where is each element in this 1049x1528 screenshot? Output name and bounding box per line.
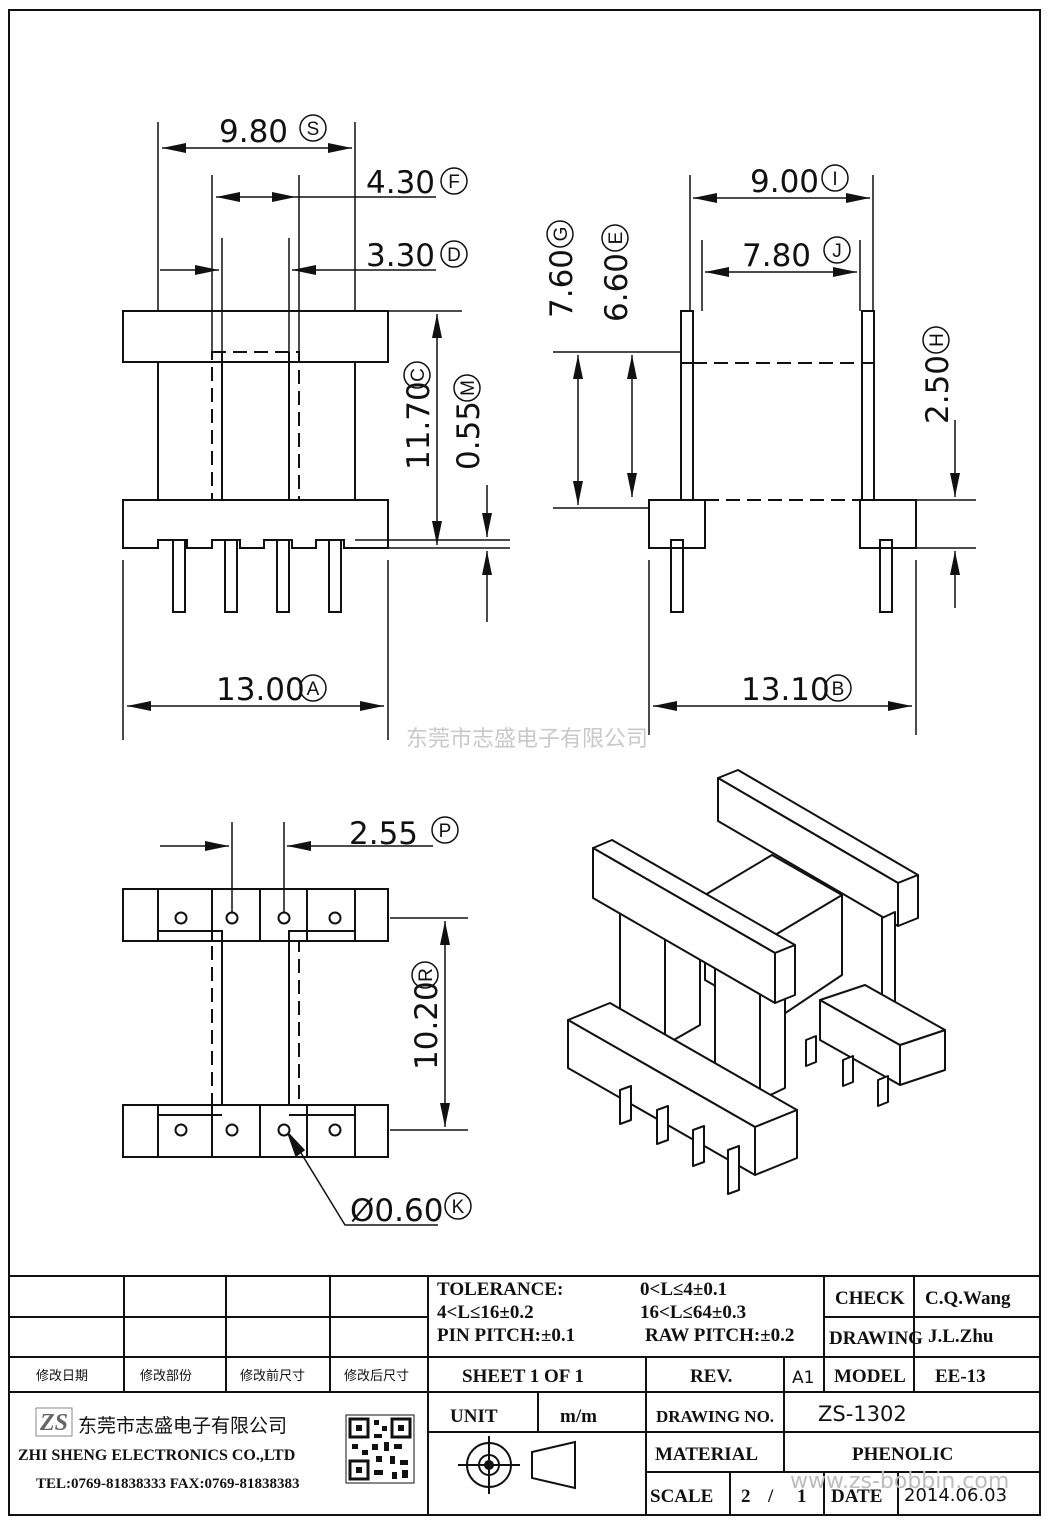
dim-p-circle bbox=[431, 816, 459, 844]
dim-j-circle bbox=[823, 236, 851, 264]
rev-col-after: 修改后尺寸 bbox=[344, 1369, 409, 1384]
dim-p-letter: P bbox=[439, 821, 452, 842]
pin-pitch-tolerance: PIN PITCH:±0.1 bbox=[437, 1325, 575, 1346]
watermark-company: 东莞市志盛电子有限公司 bbox=[406, 727, 648, 752]
tolerance-range-3: 16<L≤64±0.3 bbox=[640, 1302, 746, 1323]
drawing-no-label: DRAWING NO. bbox=[656, 1407, 774, 1426]
dim-d-circle bbox=[440, 240, 468, 268]
dim-i-circle bbox=[821, 164, 849, 192]
rev-col-before: 修改前尺寸 bbox=[240, 1368, 305, 1384]
scale-label: SCALE bbox=[650, 1486, 713, 1507]
drawing-value: J.L.Zhu bbox=[928, 1326, 994, 1347]
sheet-border bbox=[8, 9, 1041, 1516]
dim-f-circle bbox=[440, 167, 468, 195]
raw-pitch-tolerance: RAW PITCH:±0.2 bbox=[645, 1325, 794, 1346]
dim-c-label: 11.70 C bbox=[401, 361, 437, 470]
sheet-info: SHEET 1 OF 1 bbox=[462, 1366, 584, 1387]
check-value: C.Q.Wang bbox=[925, 1288, 1011, 1309]
company-name-en: ZHI SHENG ELECTRONICS CO.,LTD bbox=[18, 1447, 295, 1464]
dim-b-circle bbox=[824, 674, 852, 702]
svg-text:G: G bbox=[551, 227, 572, 242]
company-contact: TEL:0769-81838333 FAX:0769-81838383 bbox=[36, 1476, 299, 1492]
dim-f-value: 4.30 bbox=[366, 165, 435, 201]
bottom-view bbox=[122, 888, 389, 1158]
dim-s-value: 9.80 bbox=[219, 114, 288, 150]
rev-value: A1 bbox=[792, 1368, 814, 1388]
unit-value: m/m bbox=[560, 1406, 597, 1427]
dim-h-label: 2.50 H bbox=[920, 326, 956, 424]
scale-numerator: 2 bbox=[741, 1486, 751, 1507]
dim-p-value: 2.55 bbox=[349, 816, 418, 852]
svg-text:E: E bbox=[606, 232, 627, 245]
svg-text:H: H bbox=[927, 333, 948, 347]
material-value: PHENOLIC bbox=[852, 1444, 953, 1465]
unit-label: UNIT bbox=[450, 1406, 498, 1427]
svg-text:11.70: 11.70 bbox=[401, 381, 437, 470]
front-view-dimensions bbox=[122, 122, 510, 740]
rev-col-date: 修改日期 bbox=[36, 1369, 88, 1384]
tolerance-label: TOLERANCE: bbox=[437, 1279, 563, 1300]
model-label: MODEL bbox=[834, 1366, 906, 1387]
isometric-view bbox=[567, 769, 946, 1195]
svg-text:10.20: 10.20 bbox=[409, 981, 445, 1070]
watermark-url: www.zs-bobbin.com bbox=[790, 1469, 1009, 1494]
rev-col-part: 修改部份 bbox=[140, 1369, 192, 1384]
company-logo: ZS bbox=[35, 1407, 73, 1437]
svg-text:2.50: 2.50 bbox=[920, 355, 956, 424]
dim-k-value: Ø0.60 bbox=[350, 1193, 443, 1229]
dim-j-value: 7.80 bbox=[742, 238, 811, 274]
dim-m-label: 0.55 M bbox=[451, 374, 487, 470]
dim-a-letter: A bbox=[307, 679, 320, 700]
dim-i-value: 9.00 bbox=[750, 164, 819, 200]
svg-text:0.55: 0.55 bbox=[451, 401, 487, 470]
dim-b-letter: B bbox=[832, 679, 845, 700]
dim-a-value: 13.00 bbox=[216, 672, 305, 708]
qr-code-icon bbox=[345, 1414, 415, 1484]
svg-text:C: C bbox=[408, 368, 429, 382]
drawing-label: DRAWING bbox=[829, 1328, 923, 1349]
svg-text:M: M bbox=[458, 380, 479, 396]
dim-a-circle bbox=[299, 674, 327, 702]
model-value: EE-13 bbox=[935, 1366, 986, 1387]
dim-g-label: 7.60 G bbox=[544, 220, 580, 318]
dim-i-letter: I bbox=[832, 169, 837, 190]
drawing-no-value: ZS-1302 bbox=[818, 1402, 907, 1426]
dim-r-label: 10.20 R bbox=[409, 961, 445, 1070]
tolerance-range-2: 4<L≤16±0.2 bbox=[437, 1302, 534, 1323]
dim-j-letter: J bbox=[832, 241, 842, 262]
dim-d-letter: D bbox=[447, 245, 461, 266]
dim-e-label: 6.60 E bbox=[599, 224, 635, 322]
front-view bbox=[122, 310, 389, 613]
check-label: CHECK bbox=[835, 1288, 905, 1309]
dim-b-value: 13.10 bbox=[741, 672, 830, 708]
dim-s-letter: S bbox=[307, 119, 320, 140]
dim-k-letter: K bbox=[452, 1197, 465, 1218]
dim-f-letter: F bbox=[448, 172, 460, 193]
svg-text:7.60: 7.60 bbox=[544, 249, 580, 318]
title-block-grid bbox=[9, 1275, 1040, 1515]
dim-k-circle bbox=[444, 1192, 472, 1220]
rev-label: REV. bbox=[690, 1366, 732, 1387]
scale-separator: / bbox=[767, 1486, 774, 1507]
tolerance-range-1: 0<L≤4±0.1 bbox=[640, 1279, 727, 1300]
side-view bbox=[648, 310, 917, 613]
side-view-dimensions bbox=[553, 175, 976, 735]
date-label: DATE bbox=[831, 1486, 882, 1507]
svg-text:6.60: 6.60 bbox=[599, 253, 635, 322]
svg-text:ZS: ZS bbox=[39, 1410, 68, 1436]
date-value: 2014.06.03 bbox=[904, 1485, 1007, 1506]
dim-s-circle bbox=[299, 114, 327, 142]
material-label: MATERIAL bbox=[655, 1444, 758, 1465]
scale-denominator: 1 bbox=[797, 1486, 807, 1507]
projection-symbol-icon bbox=[458, 1436, 576, 1494]
company-name-cn: 东莞市志盛电子有限公司 bbox=[78, 1415, 287, 1437]
bottom-view-dimensions bbox=[160, 822, 468, 1226]
dim-d-value: 3.30 bbox=[366, 238, 435, 274]
svg-text:R: R bbox=[416, 968, 437, 982]
